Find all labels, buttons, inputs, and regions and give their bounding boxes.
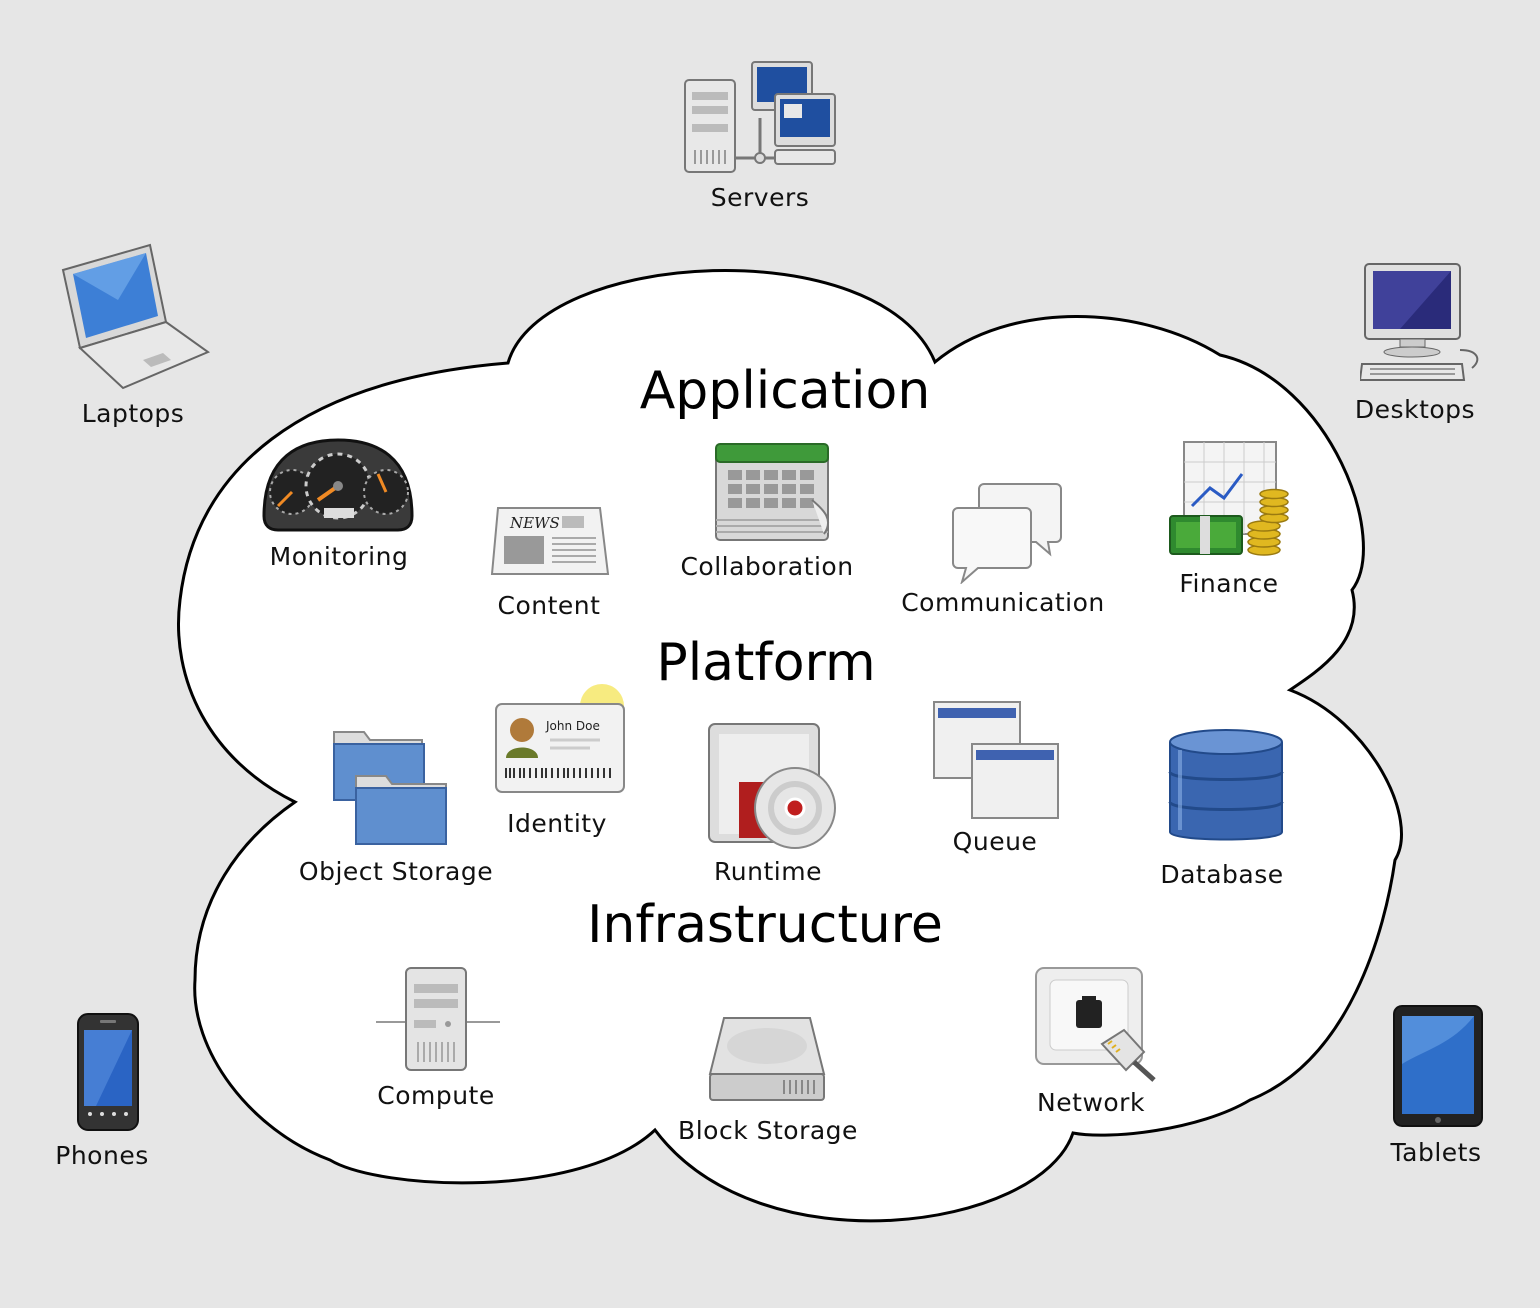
block-storage-label: Block Storage — [678, 1116, 858, 1145]
infrastructure-layer-title: Infrastructure — [587, 895, 943, 955]
tablets-label: Tablets — [1390, 1138, 1482, 1167]
servers-label: Servers — [710, 183, 810, 212]
runtime-box-icon — [708, 723, 836, 849]
queue-label: Queue — [952, 827, 1038, 856]
platform-layer-title: Platform — [656, 633, 876, 693]
server-tower-icon — [376, 967, 500, 1071]
id-card-name: John Doe — [545, 719, 600, 733]
network-label: Network — [1037, 1088, 1145, 1117]
hard-drive-icon — [708, 1017, 826, 1101]
identity-label: Identity — [507, 809, 607, 838]
servers-icon — [684, 61, 836, 173]
calendar-icon — [715, 443, 830, 541]
phone-icon — [77, 1013, 139, 1131]
laptops-label: Laptops — [81, 399, 185, 428]
content-label: Content — [497, 591, 601, 620]
application-layer-title: Application — [639, 361, 931, 421]
desktop-icon — [1360, 263, 1479, 381]
runtime-label: Runtime — [714, 857, 822, 886]
database-icon — [1168, 729, 1284, 841]
chat-bubbles-icon — [952, 483, 1062, 584]
speedometer-icon — [262, 438, 414, 532]
compute-label: Compute — [377, 1081, 495, 1110]
finance-label: Finance — [1179, 569, 1279, 598]
collaboration-label: Collaboration — [680, 552, 854, 581]
finance-chart-icon — [1169, 441, 1289, 556]
tablet-icon — [1393, 1005, 1483, 1127]
windows-queue-icon — [933, 701, 1059, 819]
news-masthead: NEWS — [509, 514, 560, 532]
monitoring-label: Monitoring — [269, 542, 409, 571]
network-port-icon — [1035, 967, 1156, 1082]
id-card-icon: John Doe — [495, 684, 625, 793]
database-label: Database — [1160, 860, 1284, 889]
folders-icon — [333, 731, 447, 845]
newspaper-icon: NEWS — [490, 507, 610, 575]
phones-label: Phones — [55, 1141, 149, 1170]
object-storage-label: Object Storage — [298, 857, 494, 886]
communication-label: Communication — [901, 588, 1105, 617]
laptop-icon — [61, 243, 211, 390]
desktops-label: Desktops — [1354, 395, 1476, 424]
